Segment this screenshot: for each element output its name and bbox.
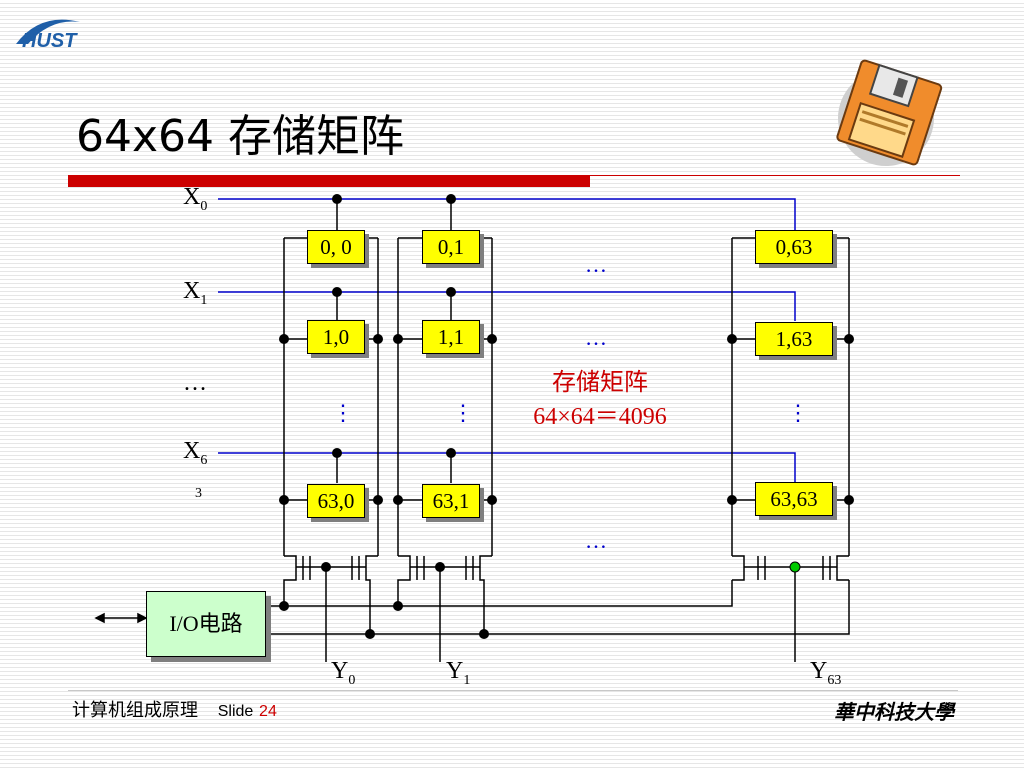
- row-label-x0: X0: [183, 184, 208, 214]
- selected-node: [789, 561, 801, 573]
- matrix-caption-line2: 64×64＝4096: [533, 404, 667, 430]
- course-name: 计算机组成原理: [72, 700, 198, 721]
- row-label-x63-overflow: 3: [195, 486, 202, 501]
- slide-number: 24: [259, 703, 277, 720]
- row-label-ellipsis: …: [183, 370, 207, 396]
- row-label-x1: X1: [183, 278, 208, 308]
- row-line-x0: [218, 198, 796, 232]
- cell-1-1: 1,1: [422, 320, 480, 354]
- title-underline: [68, 175, 590, 187]
- row-line-x1: [218, 291, 796, 321]
- cell-63-1: 63,1: [422, 484, 480, 518]
- university-name: 華中科技大學: [834, 700, 954, 724]
- cell-1-0: 1,0: [307, 320, 365, 354]
- page-title: 64x64 存储矩阵: [76, 111, 405, 162]
- cell-0-0: 0, 0: [307, 230, 365, 264]
- hust-logo-icon: HUST: [16, 19, 80, 52]
- cell-0-1: 0,1: [422, 230, 480, 264]
- row-label-x63: X6: [183, 438, 208, 468]
- io-circuit-box: I/O电路: [146, 591, 266, 657]
- vdots-col1: ⋮: [452, 400, 474, 425]
- svg-text:HUST: HUST: [22, 30, 78, 52]
- cell-63-0: 63,0: [307, 484, 365, 518]
- col-label-y1: Y1: [446, 658, 471, 688]
- floppy-disk-icon: [836, 59, 943, 166]
- col-label-y0: Y0: [331, 658, 356, 688]
- ellipsis-row0: …: [585, 252, 607, 277]
- footer-rule: [68, 690, 958, 691]
- cell-0-63: 0,63: [755, 230, 833, 264]
- row-line-x63: [218, 452, 796, 483]
- ellipsis-transistors: …: [585, 528, 607, 553]
- footer-course: 计算机组成原理 Slide 24: [72, 696, 277, 722]
- col-label-y63: Y63: [810, 658, 842, 688]
- ellipsis-row1: …: [585, 325, 607, 350]
- vdots-col0: ⋮: [332, 400, 354, 425]
- matrix-caption-line1: 存储矩阵: [552, 370, 648, 396]
- matrix-caption: 存储矩阵 64×64＝4096: [500, 366, 700, 434]
- title-rule: [590, 175, 960, 176]
- vdots-col63: ⋮: [787, 400, 809, 425]
- cell-1-63: 1,63: [755, 322, 833, 356]
- slide-word: Slide: [217, 703, 254, 720]
- cell-63-63: 63,63: [755, 482, 833, 516]
